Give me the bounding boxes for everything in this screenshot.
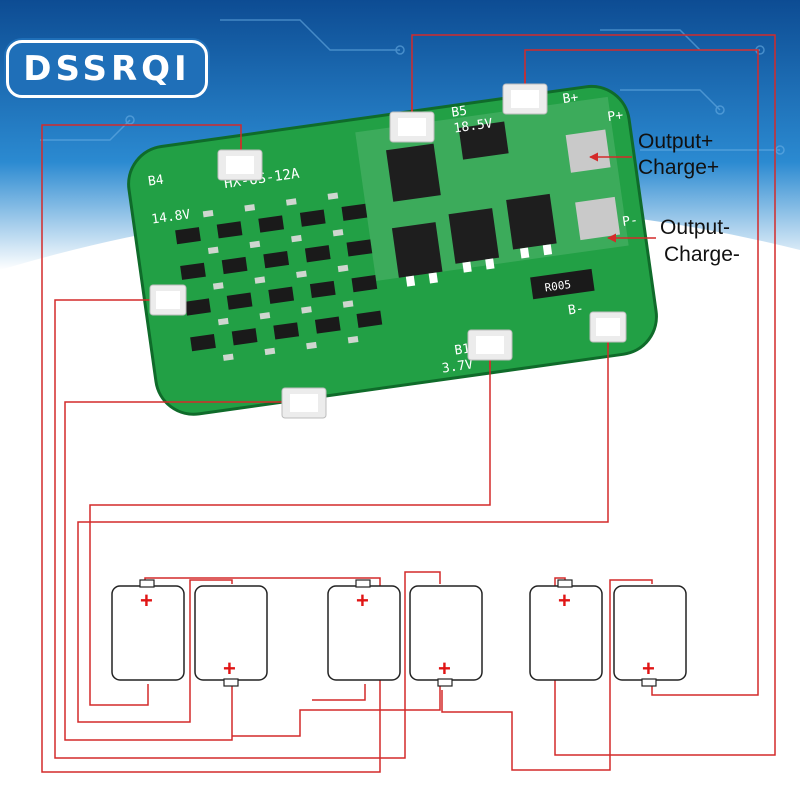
brand-logo: DSSRQI [6,40,208,98]
wiring [41,34,776,773]
battery-plus-4: + [438,656,451,681]
battery-cells [111,585,687,681]
mosfet-2 [448,208,500,264]
output-minus-label: Output- [660,216,731,239]
resistor-label: R005 [544,278,572,295]
b-minus-label: B- [567,301,585,318]
charge-plus-label: Charge+ [638,156,720,179]
b5-voltage-label: 18.5V [453,116,494,136]
pad-p-minus [575,196,621,241]
battery-plus-2: + [223,656,236,681]
battery-plus-1: + [140,588,153,613]
battery-plus-5: + [558,588,571,613]
mosfet-top [386,143,441,202]
ic-top [458,121,509,160]
p-minus-label: P- [621,213,639,230]
battery-plus-6: + [642,656,655,681]
b1-voltage-label: 3.7V [441,357,474,376]
b4-voltage-label: 14.8V [150,207,191,227]
battery-terminals [139,579,657,687]
shunt-resistor [530,268,595,300]
smd-component-grid [175,203,383,352]
battery-plus-3: + [356,588,369,613]
b4-label: B4 [147,173,165,190]
smd-passive-grid [202,192,359,361]
b1-label: B1 [454,342,472,359]
p-plus-label: P+ [607,108,625,125]
charge-minus-label: Charge- [664,243,740,266]
output-plus-label: Output+ [638,130,714,153]
pad-p-plus [565,129,611,173]
mosfet-3 [506,193,557,250]
b5-label: B5 [450,104,468,121]
b-plus-label: B+ [562,90,580,107]
mosfet-1 [391,222,443,278]
